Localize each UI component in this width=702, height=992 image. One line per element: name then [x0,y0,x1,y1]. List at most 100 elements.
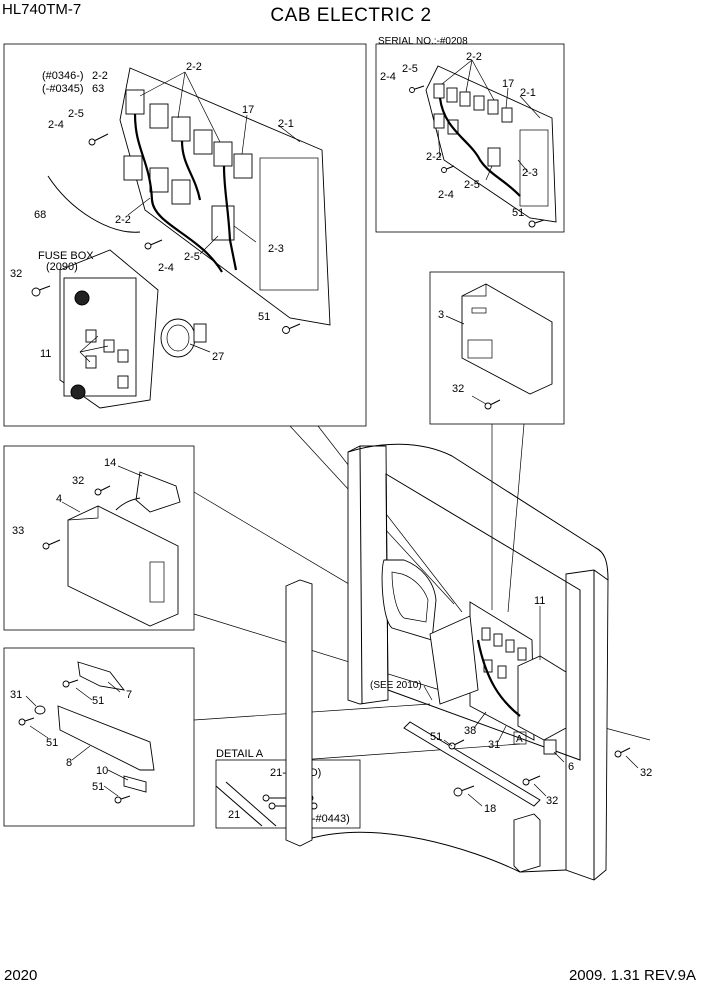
controller-box [461,283,553,395]
mounted-fuse-box [429,615,479,705]
harness-wire-3 [222,165,238,271]
lower-bracket-strip [403,721,541,807]
callout-7: 7 [126,689,132,701]
label-relay-serial-b: (-#0345) [42,83,84,95]
callout-2-5-a: 2-5 [68,108,84,120]
screw-2-4-small-b [441,165,455,173]
harness-wire-small [438,97,521,197]
part-6 [543,739,557,755]
bracket-8 [57,705,155,771]
wire-68 [47,175,141,233]
callout-17-b: 17 [502,78,514,90]
callout-10: 10 [96,765,108,777]
cab-frame-view: 11 (SEE 2010) 38 51 31 A 6 32 18 32 [193,423,652,881]
callout-2-1-b: 2-1 [520,87,536,99]
callout-2-2-b: 2-2 [92,70,108,82]
screw-2-4-small [409,85,425,93]
callout-2-4-c: 2-4 [380,71,396,83]
callout-51-c: 51 [92,695,104,707]
mounted-harness [476,639,521,717]
panel-border [3,647,195,827]
plate-cutout [259,157,319,291]
callout-51-f: 51 [430,731,442,743]
callout-31-b: 31 [488,739,500,751]
label-serial-no: SERIAL NO.:-#0208 [378,36,468,47]
callout-2-2-a: 2-2 [186,61,202,73]
callout-51-b: 51 [512,207,524,219]
callout-2-4-b: 2-4 [158,262,174,274]
panel-border [429,271,565,425]
cab-post-front [285,579,313,847]
callout-2-5-b: 2-5 [184,251,200,263]
callout-68: 68 [34,209,46,221]
model-name: HL740TM-7 [2,1,82,18]
bolt-18 [453,785,475,797]
callout-2-2-e: 2-2 [426,151,442,163]
screw-51 [282,323,301,334]
mounting-plate-small [425,65,557,223]
callout-32-d: 32 [546,795,558,807]
panel-controller: 3 32 [429,271,565,425]
panel-brackets: 31 51 7 51 8 10 51 [3,647,195,827]
leader-lines-panel5 [25,681,129,797]
callout-2-2-c: 2-2 [115,214,131,226]
callout-4: 4 [56,493,62,505]
label-fuse-box: FUSE BOX [38,250,94,262]
control-module [67,505,179,627]
revision-date: 2009. 1.31 REV.9A [568,967,696,984]
callout-2-2-d: 2-2 [466,51,482,63]
leader-lines-panel1 [79,71,301,363]
page-number: 2020 [4,967,38,984]
callout-31-a: 31 [10,689,22,701]
callout-51-d: 51 [46,737,58,749]
hour-meter [160,318,207,358]
callout-51-a: 51 [258,311,270,323]
callout-38: 38 [464,725,476,737]
callout-3: 3 [438,309,444,321]
callout-2-4-a: 2-4 [48,119,64,131]
label-fuse-box-ref: (2090) [46,261,78,273]
callout-6: 6 [568,761,574,773]
label-see-ref: (SEE 2010) [370,680,422,691]
callout-2-4-d: 2-4 [438,189,454,201]
bolt-51-c [114,795,131,804]
bolt-32-right [614,747,631,758]
screw-2-4-top [88,133,109,146]
callout-2-3-b: 2-3 [522,167,538,179]
screw-2-4-mid [144,239,163,250]
label-detail-a: DETAIL A [216,748,264,760]
callout-32-a: 32 [10,268,22,280]
callout-32-b: 32 [452,383,464,395]
bolt-32-lower [522,775,541,786]
washer-31 [34,705,46,715]
panel-border [3,445,195,631]
callout-2-5-d: 2-5 [464,179,480,191]
callout-27: 27 [212,351,224,363]
callout-2-1-a: 2-1 [278,118,294,130]
callout-8: 8 [66,757,72,769]
label-detail-marker: A [516,734,523,745]
panel-border [3,43,367,427]
screw-51-small [528,219,545,228]
cab-floor [311,831,567,873]
cab-roof-edge [347,443,609,581]
label-relay-serial-a: (#0346-) [42,70,84,82]
bolt-51-a [62,679,79,688]
harness-wire-2 [180,140,202,201]
leader-lines-cab [423,606,639,807]
panel-border [375,43,565,233]
cab-post-right [565,569,609,881]
callout-2-3-a: 2-3 [268,243,284,255]
callout-11-b: 11 [534,595,545,607]
harness-wire-1 [133,113,223,273]
callout-21: 21 [228,809,240,821]
bracket-7 [77,661,126,691]
callout-17-a: 17 [242,104,254,116]
screw-32-module [94,485,111,496]
fuse-box [59,249,159,409]
panel-relay-early-serial: SERIAL NO.:-#0208 2-2 2-5 2-4 17 2-1 2-2… [375,36,565,233]
callout-32-c: 32 [72,475,84,487]
page-title: CAB ELECTRIC 2 [270,5,432,26]
callout-11-a: 11 [40,348,51,360]
screw-32-controller [484,399,501,410]
